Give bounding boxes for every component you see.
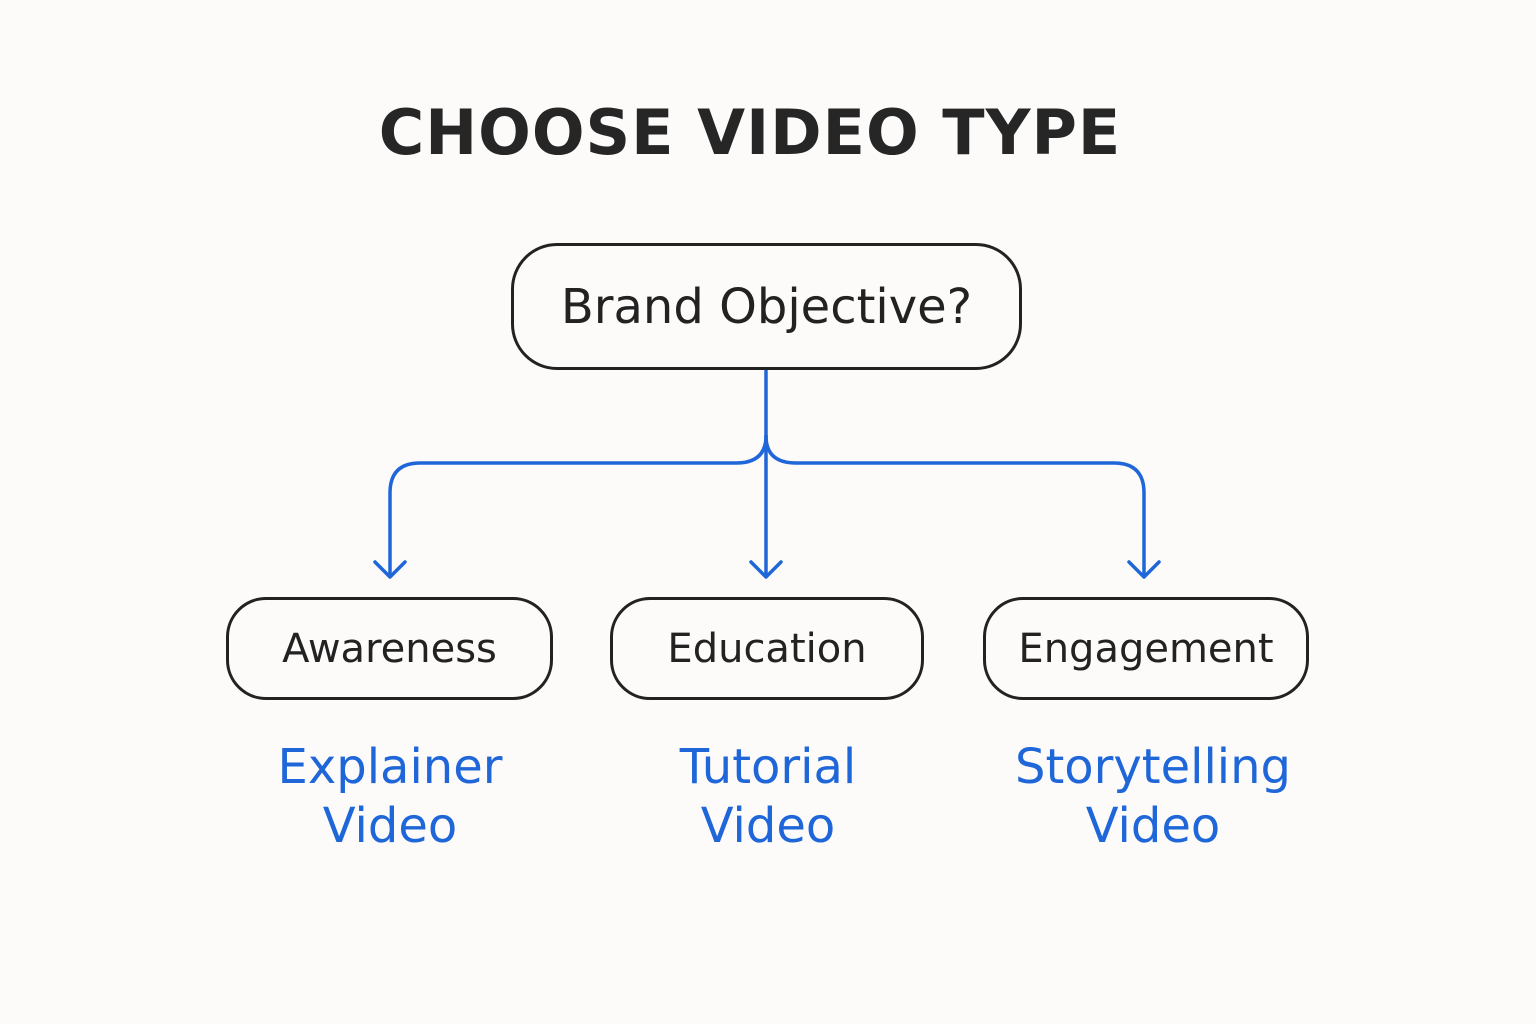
- root-node-label: Brand Objective?: [560, 278, 973, 335]
- arrowhead-education: [749, 560, 783, 579]
- outcome-storytelling-video: Storytelling Video: [993, 738, 1313, 856]
- branch-node-awareness: Awareness: [226, 597, 553, 700]
- arrowhead-awareness: [373, 560, 407, 579]
- branch-node-label: Awareness: [282, 625, 497, 672]
- outcome-line: Video: [1085, 798, 1221, 854]
- branch-node-label: Engagement: [1018, 625, 1274, 672]
- outcome-tutorial-video: Tutorial Video: [608, 738, 928, 856]
- outcome-line: Video: [322, 798, 458, 854]
- outcome-line: Video: [700, 798, 836, 854]
- connector-awareness: [388, 434, 768, 576]
- outcome-line: Tutorial: [679, 739, 857, 795]
- root-node-brand-objective: Brand Objective?: [511, 243, 1022, 370]
- outcome-explainer-video: Explainer Video: [230, 738, 550, 856]
- branch-node-label: Education: [667, 625, 867, 672]
- outcome-line: Explainer: [277, 739, 503, 795]
- connector-engagement: [764, 434, 1146, 576]
- diagram-title: CHOOSE VIDEO TYPE: [378, 96, 1122, 169]
- branch-node-education: Education: [610, 597, 924, 700]
- arrowhead-engagement: [1127, 560, 1161, 579]
- branch-node-engagement: Engagement: [983, 597, 1309, 700]
- outcome-line: Storytelling: [1014, 739, 1292, 795]
